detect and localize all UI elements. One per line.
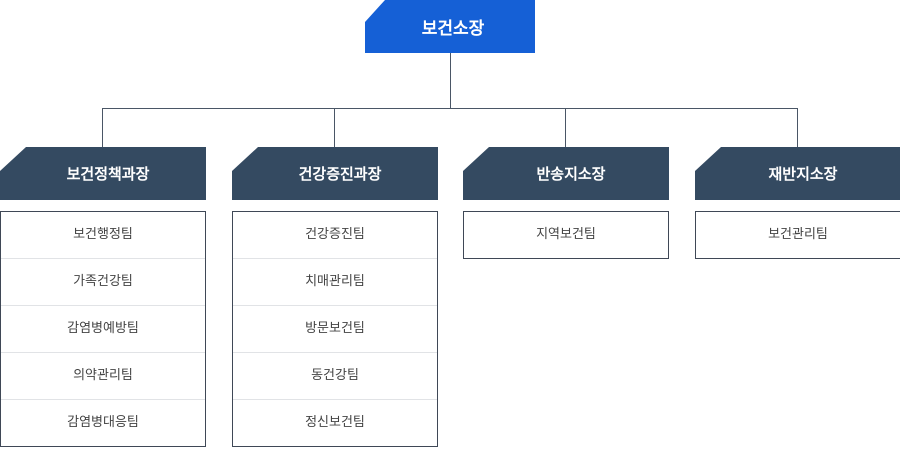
root-label: 보건소장 (421, 19, 485, 39)
department-header: 반송지소장 (463, 147, 669, 200)
department-header: 보건정책과장 (0, 147, 206, 200)
team-list: 지역보건팀 (463, 211, 669, 259)
connector-root-vertical (450, 53, 451, 109)
root-node: 보건소장 (365, 0, 535, 53)
department-header: 건강증진과장 (232, 147, 438, 200)
connector-dept-1 (334, 108, 335, 147)
team-item: 동건강팀 (233, 353, 437, 400)
team-list: 보건관리팀 (695, 211, 900, 259)
team-list: 보건행정팀 가족건강팀 감염병예방팀 의약관리팀 감염병대응팀 (0, 211, 206, 447)
team-item: 감염병대응팀 (67, 415, 139, 430)
team-item: 지역보건팀 (536, 227, 596, 242)
connector-dept-3 (797, 108, 798, 147)
department-label: 보건정책과장 (66, 165, 150, 183)
department-label: 반송지소장 (536, 165, 606, 183)
department-header: 재반지소장 (695, 147, 900, 200)
team-item: 정신보건팀 (305, 415, 365, 430)
team-item: 감염병예방팀 (1, 306, 205, 353)
team-item: 건강증진팀 (233, 212, 437, 259)
connector-horizontal (102, 108, 798, 109)
team-list: 건강증진팀 치매관리팀 방문보건팀 동건강팀 정신보건팀 (232, 211, 438, 447)
department-label: 재반지소장 (768, 165, 838, 183)
team-item: 방문보건팀 (233, 306, 437, 353)
connector-dept-0 (102, 108, 103, 147)
team-item: 치매관리팀 (233, 259, 437, 306)
team-item: 보건행정팀 (1, 212, 205, 259)
team-item: 의약관리팀 (1, 353, 205, 400)
team-item: 보건관리팀 (768, 227, 828, 242)
department-label: 건강증진과장 (298, 165, 382, 183)
connector-dept-2 (565, 108, 566, 147)
team-item: 가족건강팀 (1, 259, 205, 306)
